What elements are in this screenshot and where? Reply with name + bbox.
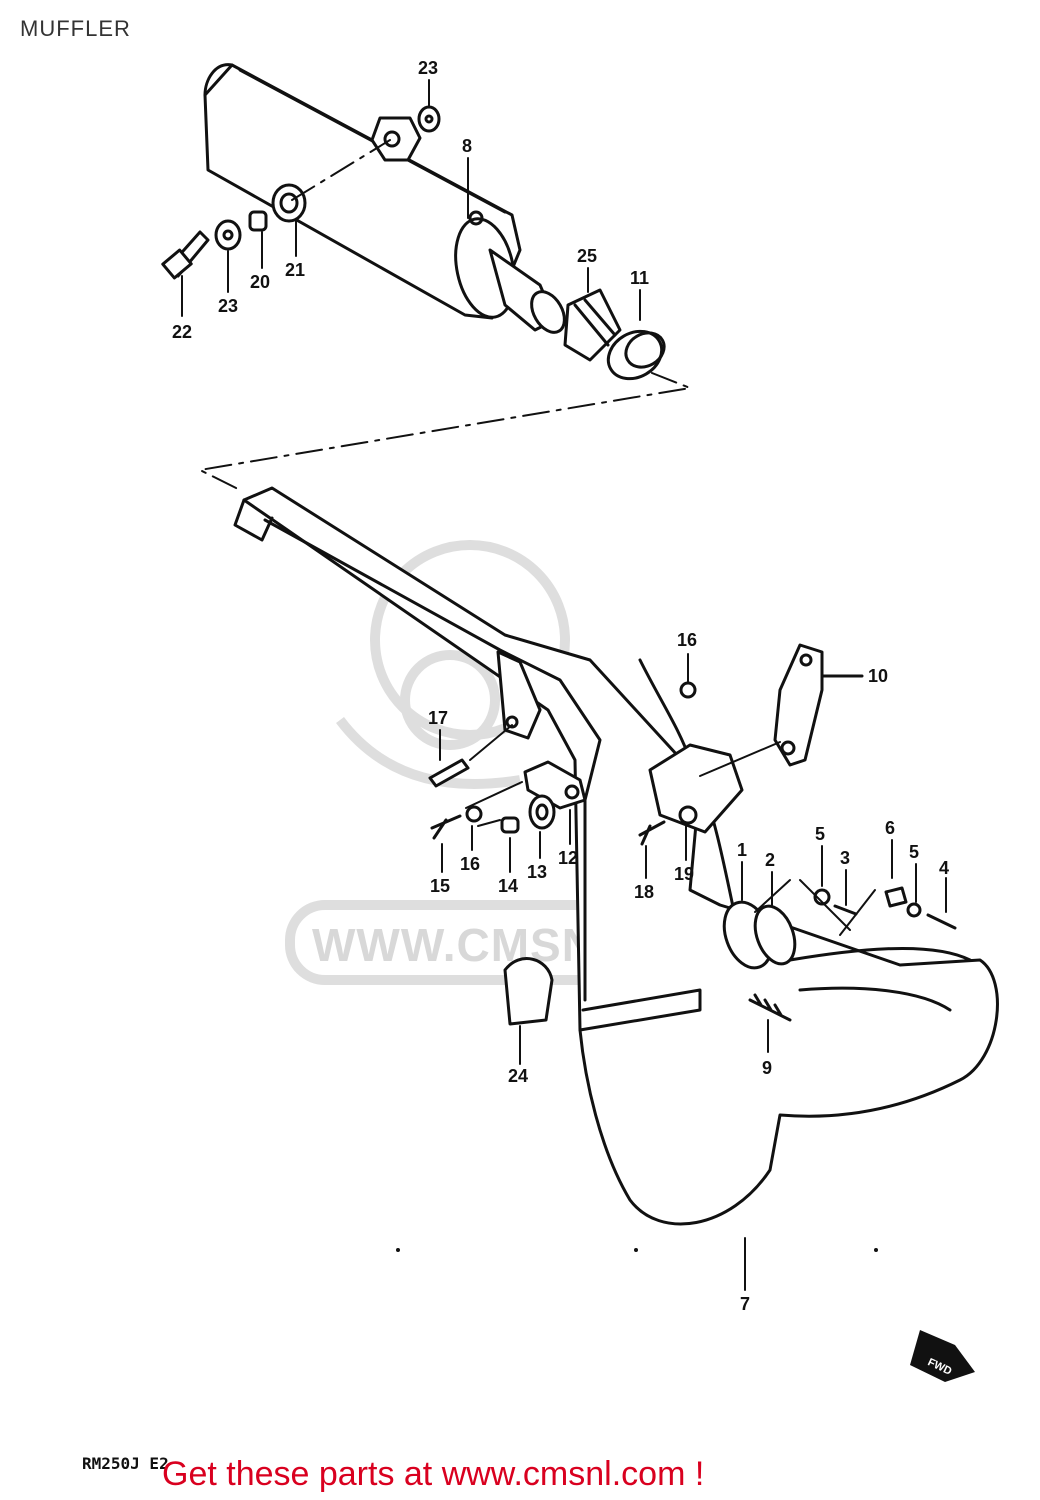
callout-23-top: 23 [418,58,438,78]
callout-20: 20 [250,272,270,292]
bolt-18 [638,820,666,846]
washer-23-upper [417,105,441,133]
callout-7: 7 [740,1294,750,1314]
spring-9 [748,993,792,1022]
bolt-22 [161,230,210,280]
callout-3: 3 [840,848,850,868]
callout-5b: 5 [909,842,919,862]
callout-24: 24 [508,1066,528,1086]
callout-8: 8 [462,136,472,156]
collar-14 [500,816,520,834]
damper-13 [528,794,556,830]
callout-4: 4 [939,858,949,878]
fwd-arrow-icon: FWD [910,1330,975,1382]
footer-cta-link[interactable]: Get these parts at www.cmsnl.com ! [162,1455,705,1493]
bolt-4 [926,913,957,930]
callout-22: 22 [172,322,192,342]
bolt-15 [430,814,462,840]
callout-17: 17 [428,708,448,728]
model-code: RM250J E2 [82,1454,169,1473]
callout-14: 14 [498,876,518,896]
bolt-17 [428,758,470,788]
bracket-19 [648,743,744,834]
bolt-3 [833,904,858,916]
callout-15: 15 [430,876,450,896]
seal-11 [606,329,666,381]
muffler-body [203,63,566,334]
callout-10: 10 [868,666,888,686]
bracket-17 [496,650,542,740]
callout-6: 6 [885,818,895,838]
callout-23-low: 23 [218,296,238,316]
nut-6 [884,886,908,908]
callout-21: 21 [285,260,305,280]
collar-20 [248,210,268,232]
clamp-25 [563,288,622,362]
grommet-21 [271,183,307,223]
callout-1: 1 [737,840,747,860]
callout-labels: 23 8 25 11 20 21 23 22 16 10 17 5 6 1 3 … [172,58,949,1314]
callout-25: 25 [577,246,597,266]
nut-5a [813,888,831,906]
callout-19: 19 [674,864,694,884]
callout-12: 12 [558,848,578,868]
callout-9: 9 [762,1058,772,1078]
callout-11: 11 [630,268,649,288]
bracket-10 [773,643,864,767]
cap-24 [503,957,554,1026]
washer-23-lower [214,219,242,251]
callout-16-top: 16 [677,630,697,650]
page-title: MUFFLER [20,16,131,41]
nut-16-lower [465,805,483,823]
callout-13: 13 [527,862,547,882]
exhaust-pipe [233,486,999,1226]
callout-18: 18 [634,882,654,902]
callout-2: 2 [765,850,775,870]
callout-16-low: 16 [460,854,480,874]
nut-16-upper [679,681,697,699]
callout-5a: 5 [815,824,825,844]
nut-5b [906,902,922,918]
flange-2 [753,904,797,966]
